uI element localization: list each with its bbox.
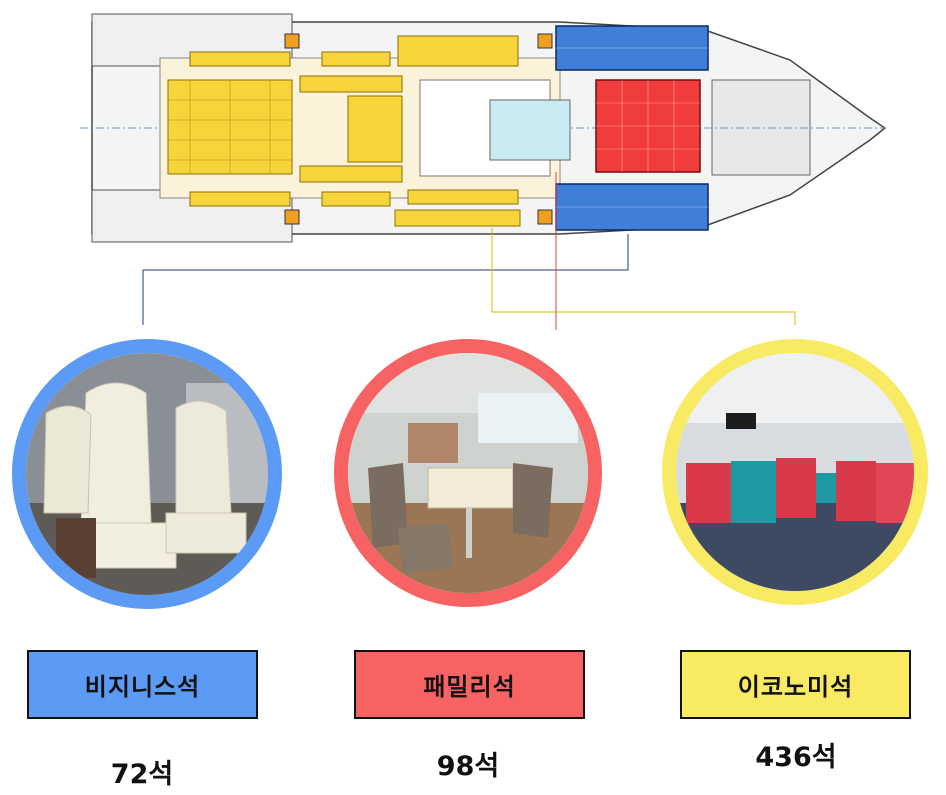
business-label: 비지니스석 <box>27 650 258 719</box>
economy-connector-line <box>491 228 796 325</box>
ship-deck-plan <box>80 13 887 330</box>
family-photo <box>334 339 602 607</box>
economy-photo <box>662 339 928 605</box>
family-label: 패밀리석 <box>354 650 585 719</box>
economy-seat-count: 436석 <box>755 742 837 773</box>
economy-label: 이코노미석 <box>680 650 911 719</box>
life-raft-markers <box>284 33 553 225</box>
business-photo <box>12 339 282 609</box>
economy-label-text: 이코노미석 <box>737 673 854 701</box>
business-connector-line <box>142 234 629 325</box>
business-seat-count: 72석 <box>110 759 174 790</box>
bow-deck <box>711 79 811 176</box>
electronics-room <box>489 99 571 161</box>
family-seat-count: 98석 <box>436 751 500 782</box>
family-label-text: 패밀리석 <box>423 673 516 701</box>
business-label-text: 비지니스석 <box>84 673 201 701</box>
